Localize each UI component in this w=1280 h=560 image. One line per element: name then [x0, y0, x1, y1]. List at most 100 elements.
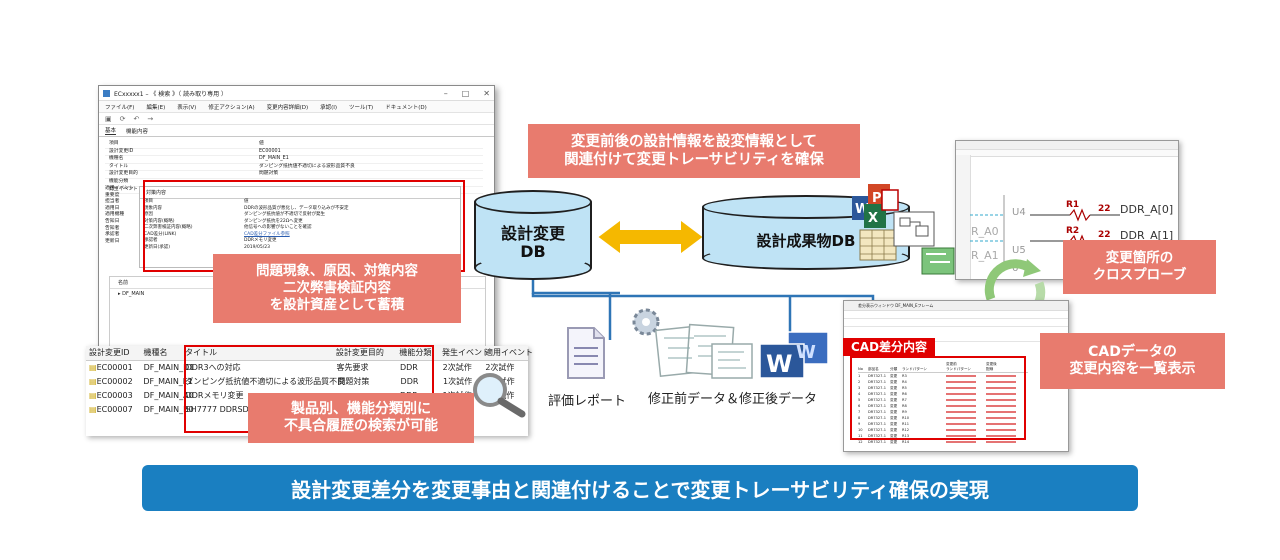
banner-text: 設計変更差分を変更事由と関連付けることで変更トレーサビリティ確保の実現 [291, 477, 989, 502]
menu-bar: ファイル(F) 編集(E) 表示(V) 修正アクション(A) 変更内容詳細(D)… [99, 101, 494, 113]
close-icon[interactable]: ✕ [483, 88, 490, 98]
ref-label: R1 [1066, 200, 1079, 210]
value-label: 22 [1098, 204, 1111, 214]
maximize-icon[interactable]: □ [461, 88, 470, 98]
schematic-menu [956, 150, 1178, 157]
cad-diff-window: 差分表示ウィンドウ DF_MAIN_Eフレーム 変更前 変更後 No 部品名 分… [843, 300, 1069, 452]
window-titlebar: ECxxxxx1 – 《 検索 》（ 読み取り専用 ） – □ ✕ [99, 86, 494, 101]
cad-diff-label: CAD差分内容 [843, 338, 936, 356]
excel-icon: X [864, 204, 886, 228]
menu-approve[interactable]: 承認(I) [320, 104, 338, 111]
toolbar: ▣ ⟳ ↶ → [99, 113, 494, 125]
callout-line: 変更前後の設計情報を設変情報として [570, 133, 818, 150]
cad-toolbar [844, 319, 1068, 327]
resistor-r1 [1069, 208, 1091, 222]
cad-info-bar [844, 327, 1068, 342]
field-label: 適用日 [105, 205, 120, 211]
menu-edit[interactable]: 編集(E) [146, 104, 166, 111]
tree-row[interactable]: ▸ DF_MAIN [118, 291, 145, 297]
red-highlight-frame [850, 356, 1026, 440]
net-label: DDR_A[1] [1120, 229, 1173, 242]
file-icons-cluster: W P X [852, 184, 955, 275]
inner-row: 原因ダンピング抵抗値が不適切で反射が発生 [144, 212, 325, 217]
svg-text:X: X [868, 211, 878, 226]
callout-line: 変更内容を一覧表示 [1069, 361, 1196, 377]
inner-tab[interactable]: 対策内容 [140, 187, 460, 199]
word-documents-icon: W W [759, 331, 829, 379]
inner-row: 更新日(承認)2019/05/23 [144, 244, 270, 250]
callout-line: 二次弊害検証内容 [283, 280, 391, 297]
record-icon: ▤ [89, 405, 97, 414]
data-label: 修正前データ＆修正後データ [648, 392, 818, 407]
cad-menu [844, 311, 1068, 319]
net-label: DDR_A[0] [1120, 203, 1173, 216]
callout-line: 問題現象、原因、対策内容 [256, 263, 418, 280]
inner-row: 二次弊害検証内容(概略)他信号への影響がないことを確認 [144, 225, 312, 230]
db-label: 設計変更 [500, 224, 565, 243]
record-icon: ▤ [89, 391, 97, 400]
property-row: 設計変更目的問題対策 [105, 171, 483, 179]
refresh-icon[interactable]: ⟳ [119, 114, 126, 123]
callout-traceability: 変更前後の設計情報を設変情報として 関連付けて変更トレーサビリティを確保 [528, 124, 860, 178]
field-label: 告知日 [105, 218, 120, 224]
callout-line: 変更箇所の [1105, 250, 1174, 267]
db-label: DB [520, 242, 546, 261]
field-label: 承認者 [105, 232, 120, 238]
pcb-file-icon [921, 247, 955, 275]
svg-text:W: W [766, 350, 792, 378]
callout-line: を設計資産として蓄積 [269, 296, 405, 313]
menu-view[interactable]: 表示(V) [177, 104, 197, 111]
callout-cross-probe: 変更箇所の クロスプローブ [1063, 240, 1216, 294]
design-change-db: 設計変更 DB [474, 190, 592, 280]
record-icon: ▤ [89, 377, 97, 386]
expand-icon: ▸ [118, 291, 123, 297]
schematic-canvas[interactable]: R_A0 R_A1 U4 U5 6 R1 R2 22 22 DDR_A[0] D… [970, 155, 1178, 279]
property-row: タイトルダンピング抵抗値不適切による波形品質不良 [105, 164, 483, 172]
field-label: 重要度 [105, 192, 120, 198]
inner-row: 項目値 [144, 199, 249, 204]
record-icon: ▤ [89, 363, 97, 372]
tab-function[interactable]: 機能内容 [126, 128, 149, 135]
drawing-data-icon [632, 308, 753, 379]
back-icon[interactable]: ↶ [133, 114, 140, 123]
menu-detail[interactable]: 変更内容詳細(D) [266, 104, 309, 111]
net-label: R_A0 [971, 225, 999, 238]
svg-text:W: W [796, 342, 816, 363]
schematic-titlebar [956, 141, 1178, 150]
field-label: 適用イベント [105, 186, 134, 191]
tab-basic[interactable]: 基本 [105, 128, 117, 135]
left-field-labels: 適用イベント 重要度 担当者 適用日 適用機種 告知日 告知者 承認者 更新日 [105, 186, 139, 245]
ref-label: R2 [1066, 226, 1079, 236]
menu-action[interactable]: 修正アクション(A) [208, 104, 255, 111]
pin-label: 6 [1012, 263, 1018, 274]
cad-titlebar: 差分表示ウィンドウ DF_MAIN_Eフレーム [844, 301, 1068, 311]
minimize-icon[interactable]: – [443, 88, 448, 98]
menu-file[interactable]: ファイル(F) [105, 104, 135, 111]
bidirectional-arrow [595, 217, 706, 257]
menu-document[interactable]: ドキュメント(D) [385, 104, 427, 111]
menu-tools[interactable]: ツール(T) [349, 104, 374, 111]
callout-line: 関連付けて変更トレーサビリティを確保 [564, 152, 824, 168]
save-icon[interactable]: ▣ [105, 114, 112, 123]
forward-icon[interactable]: → [147, 114, 154, 123]
design-change-window: ECxxxxx1 – 《 検索 》（ 読み取り専用 ） – □ ✕ ファイル(F… [98, 85, 495, 379]
pdf-icon [881, 189, 899, 211]
field-label: 更新日 [105, 238, 120, 244]
